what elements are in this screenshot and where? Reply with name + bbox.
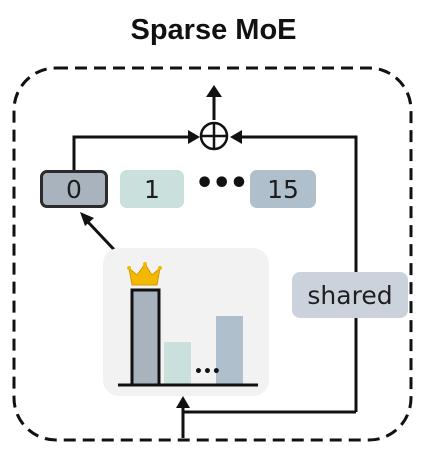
expert-label: 0 [66,174,82,204]
router-bar-0 [130,288,161,387]
expert-label: 1 [144,174,160,204]
shared-to-sum-line [238,135,358,272]
moe-boundary [12,66,413,442]
crown-icon [127,262,162,286]
router-bar-2 [216,316,243,385]
expert-label: 15 [267,174,299,204]
router-bar-ellipsis: ••• [194,364,221,380]
expert-box-0: 0 [40,170,108,208]
shared-label: shared [307,280,393,310]
circled-plus-icon [199,121,229,151]
expert-box-15: 15 [250,170,316,208]
router-bar-1 [164,342,191,385]
shared-expert-box: shared [292,272,408,318]
diagram-title: Sparse MoE [130,14,297,46]
expert-box-1: 1 [120,170,184,208]
expert0-to-sum-line [72,135,192,170]
